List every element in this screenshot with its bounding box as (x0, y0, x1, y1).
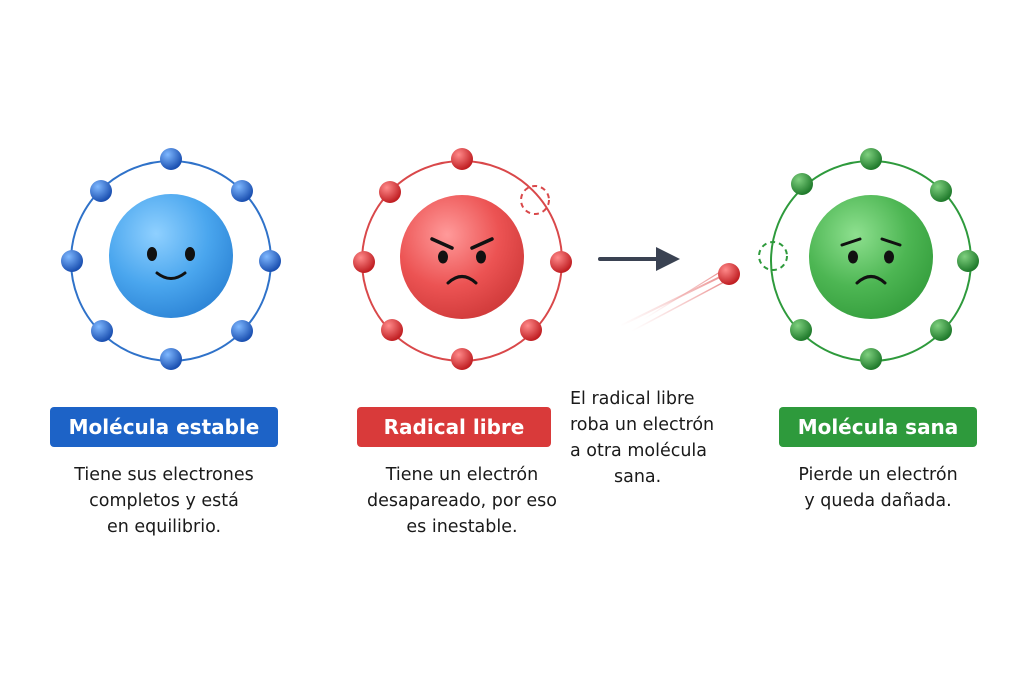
missing-electron-slot (758, 241, 788, 271)
electron (231, 320, 253, 342)
stable-description: Tiene sus electrones completos y está en… (44, 462, 284, 540)
radical-label: Radical libre (357, 407, 551, 447)
electron (90, 180, 112, 202)
radical-molecule (353, 148, 572, 370)
transfer-description-line: roba un electrón (570, 415, 715, 435)
transfer-description: El radical libre roba un electrón a otra… (570, 386, 750, 490)
healthy-label: Molécula sana (779, 407, 977, 447)
radical-description-line: Tiene un electrón (385, 465, 539, 485)
stable-label: Molécula estable (50, 407, 278, 447)
electron (160, 348, 182, 370)
healthy-nucleus (809, 195, 933, 319)
healthy-description-line: Pierde un electrón (798, 465, 958, 485)
healthy-description-line: y queda dañada. (804, 491, 952, 511)
worried-face-icon (840, 237, 902, 285)
stolen-electron (718, 263, 740, 285)
healthy-electrons (758, 148, 979, 370)
electron (791, 173, 813, 195)
stable-electrons (61, 148, 281, 370)
healthy-molecule (758, 148, 979, 370)
electron (451, 348, 473, 370)
electron (930, 180, 952, 202)
electron (451, 148, 473, 170)
radical-description-line: desapareado, por eso (367, 491, 557, 511)
stable-description-line: completos y está (89, 491, 239, 511)
electron (790, 319, 812, 341)
electron (91, 320, 113, 342)
electron (381, 319, 403, 341)
electron (550, 251, 572, 273)
stable-nucleus (109, 194, 233, 318)
angry-face-icon (430, 237, 494, 285)
transfer-description-line: a otra molécula (570, 441, 708, 461)
radical-nucleus (400, 195, 524, 319)
electron (379, 181, 401, 203)
stable-description-line: en equilibrio. (106, 517, 222, 537)
transfer-description-line: sana. (614, 467, 662, 487)
electron (520, 319, 542, 341)
electron (957, 250, 979, 272)
electron (353, 251, 375, 273)
motion-trail (619, 271, 725, 332)
arrow-right-icon (598, 247, 680, 271)
transfer-arrow (598, 247, 740, 332)
stable-description-line: Tiene sus electrones (74, 465, 254, 485)
missing-electron-slot (520, 185, 550, 215)
electron (160, 148, 182, 170)
electron (61, 250, 83, 272)
electron (930, 319, 952, 341)
stable-molecule (61, 148, 281, 370)
electron (860, 348, 882, 370)
radical-electrons (353, 148, 572, 370)
healthy-description: Pierde un electrón y queda dañada. (758, 462, 998, 514)
radical-description: Tiene un electrón desapareado, por eso e… (342, 462, 582, 540)
electron (231, 180, 253, 202)
happy-face-icon (147, 247, 195, 280)
transfer-description-line: El radical libre (570, 389, 695, 409)
electron (259, 250, 281, 272)
radical-description-line: es inestable. (406, 517, 518, 537)
electron (860, 148, 882, 170)
